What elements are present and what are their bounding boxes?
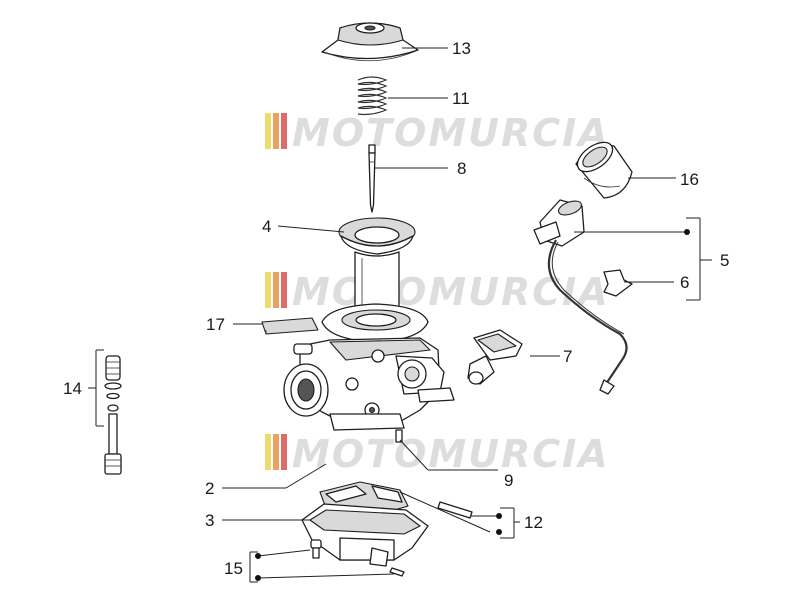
callout-17: 17 bbox=[206, 315, 225, 334]
clip-part bbox=[603, 269, 633, 297]
watermark-middle: MOTOMURCIA bbox=[265, 270, 608, 314]
watermark-text-bottom: MOTOMURCIA bbox=[292, 432, 610, 476]
callout-12: 12 bbox=[524, 513, 543, 532]
spring-part bbox=[357, 76, 388, 116]
callout-7: 7 bbox=[563, 347, 572, 366]
callout-8: 8 bbox=[457, 159, 466, 178]
jet-stack-part bbox=[104, 355, 122, 475]
bracket-15 bbox=[249, 551, 261, 583]
callout-14: 14 bbox=[63, 379, 82, 398]
callout-2: 2 bbox=[205, 479, 214, 498]
diaphragm-part bbox=[338, 217, 416, 318]
top-cap-part bbox=[321, 22, 419, 62]
valve-assembly-part bbox=[467, 329, 523, 385]
float-bowl-part bbox=[301, 503, 429, 567]
leader-lines bbox=[222, 47, 686, 579]
pin-part bbox=[395, 429, 403, 443]
watermark-bottom: MOTOMURCIA bbox=[265, 432, 610, 476]
carburetor-body-part bbox=[283, 303, 455, 431]
gasket-pad-part bbox=[261, 317, 319, 335]
callout-4: 4 bbox=[262, 217, 271, 236]
choke-cap-part bbox=[575, 141, 633, 199]
bracket-12 bbox=[496, 507, 520, 539]
needle-part bbox=[368, 144, 376, 213]
watermark-text-top: MOTOMURCIA bbox=[292, 111, 610, 155]
bracket-14 bbox=[88, 349, 104, 427]
callout-13: 13 bbox=[452, 39, 471, 58]
bracket-5 bbox=[684, 217, 712, 301]
watermark-top: MOTOMURCIA bbox=[265, 111, 610, 155]
callout-5: 5 bbox=[720, 251, 729, 270]
callout-6: 6 bbox=[680, 273, 689, 292]
callout-11: 11 bbox=[452, 89, 470, 108]
float-pin-part bbox=[437, 501, 473, 519]
screw-part-b bbox=[389, 567, 405, 577]
screw-part-a bbox=[310, 539, 322, 559]
callout-16: 16 bbox=[680, 170, 699, 189]
callout-9: 9 bbox=[504, 471, 513, 490]
callout-15: 15 bbox=[224, 559, 243, 578]
callout-3: 3 bbox=[205, 511, 214, 530]
